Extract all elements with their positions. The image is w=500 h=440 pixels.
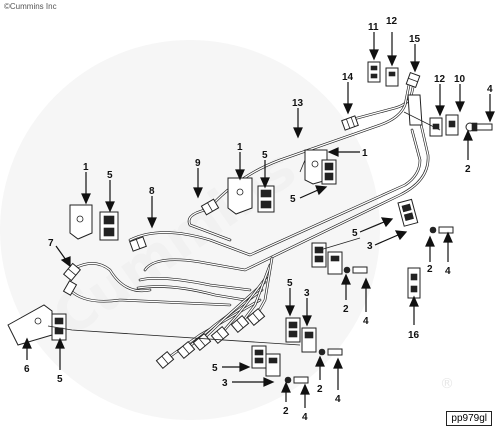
callout-9: 9: [195, 158, 201, 169]
callout-3: 3: [367, 241, 373, 252]
callout-4: 4: [335, 394, 341, 405]
callout-2: 2: [465, 164, 471, 175]
callout-5: 5: [290, 194, 296, 205]
callout-5: 5: [107, 170, 113, 181]
callout-2: 2: [283, 406, 289, 417]
part-reference-label: pp979gl: [446, 411, 492, 426]
callout-15: 15: [409, 34, 421, 45]
callout-7: 7: [48, 238, 54, 249]
callout-2: 2: [427, 264, 433, 275]
cummins-watermark: Cummins ®: [0, 40, 454, 420]
watermark-registered-mark: ®: [440, 376, 454, 392]
callout-5: 5: [352, 228, 358, 239]
callout-1: 1: [83, 162, 89, 173]
callouts-bottom: 2 4: [283, 406, 308, 423]
callout-10: 10: [454, 74, 466, 85]
leader-lines: [22, 32, 495, 408]
callout-4: 4: [363, 316, 369, 327]
callout-1: 1: [362, 148, 368, 159]
callout-4: 4: [302, 412, 308, 423]
callout-11: 11: [368, 22, 379, 33]
copyright-notice: ©Cummins Inc: [4, 2, 57, 11]
callout-5: 5: [212, 363, 218, 374]
callout-6: 6: [24, 364, 30, 375]
callout-16: 16: [408, 330, 420, 341]
callout-2: 2: [317, 384, 323, 395]
callout-4: 4: [445, 266, 451, 277]
callout-2: 2: [343, 304, 349, 315]
callout-8: 8: [149, 186, 155, 197]
bolts-and-washers: [284, 122, 493, 384]
callout-3: 3: [222, 378, 228, 389]
callout-14: 14: [342, 72, 354, 83]
callout-12: 12: [434, 74, 446, 85]
callout-5: 5: [57, 374, 63, 385]
callout-5: 5: [287, 278, 293, 289]
callout-3: 3: [304, 288, 310, 299]
clamp-brackets: [7, 61, 459, 377]
callout-4: 4: [487, 84, 493, 95]
fittings: [62, 72, 421, 370]
callouts: 1 5 8 9 1 5 13 1 14 11 12 15 12 10 4 2 5…: [24, 16, 493, 405]
callout-1: 1: [237, 142, 243, 153]
fuel-tube-bundle: [68, 76, 430, 362]
callout-13: 13: [292, 98, 304, 109]
callout-12: 12: [386, 16, 398, 27]
callout-5: 5: [262, 150, 268, 161]
